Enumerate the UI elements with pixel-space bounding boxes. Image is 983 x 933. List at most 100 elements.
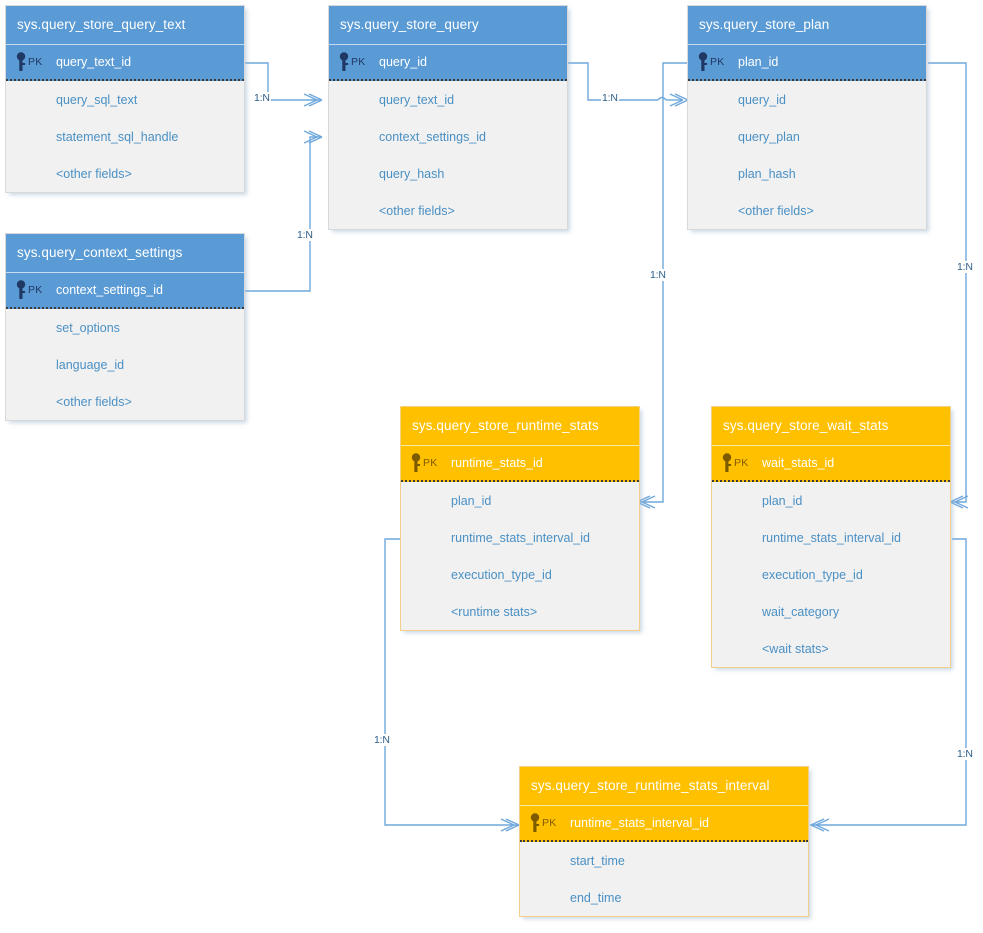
cardinality-context-query: 1:N bbox=[296, 229, 314, 241]
entity-field-list: set_options language_id <other fields> bbox=[6, 309, 244, 420]
field-row[interactable]: wait_category bbox=[712, 593, 950, 630]
entity-query-store-query-text[interactable]: sys.query_store_query_text PK query_text… bbox=[5, 5, 245, 193]
field-label: <runtime stats> bbox=[451, 604, 538, 619]
field-row[interactable]: <runtime stats> bbox=[401, 593, 639, 630]
primary-key-icon bbox=[722, 453, 732, 472]
field-label: <other fields> bbox=[56, 166, 132, 181]
field-row[interactable]: context_settings_id bbox=[329, 118, 567, 155]
primary-key-icon bbox=[698, 52, 708, 71]
field-label: plan_hash bbox=[738, 166, 796, 181]
entity-query-store-plan[interactable]: sys.query_store_plan PK plan_id query_id… bbox=[687, 5, 927, 230]
field-label: runtime_stats_interval_id bbox=[451, 530, 590, 545]
field-row[interactable]: plan_id bbox=[401, 482, 639, 519]
rel-interval-runtime-arrow bbox=[500, 818, 520, 832]
cardinality-text-query: 1:N bbox=[253, 92, 271, 104]
field-row[interactable]: <wait stats> bbox=[712, 630, 950, 667]
cardinality-interval-runtime: 1:N bbox=[373, 734, 391, 746]
entity-title: sys.query_store_runtime_stats_interval bbox=[520, 767, 808, 805]
primary-key-icon bbox=[16, 52, 26, 71]
entity-title: sys.query_store_plan bbox=[688, 6, 926, 44]
field-label: language_id bbox=[56, 357, 125, 372]
cardinality-interval-wait: 1:N bbox=[956, 748, 974, 760]
pk-label: PK bbox=[28, 284, 43, 296]
field-label: execution_type_id bbox=[762, 567, 863, 582]
entity-pk-row[interactable]: PK runtime_stats_id bbox=[401, 445, 639, 482]
rel-query-plan-arrow bbox=[669, 93, 689, 107]
pk-field-name: context_settings_id bbox=[56, 283, 164, 297]
cardinality-query-plan: 1:N bbox=[601, 92, 619, 104]
field-row[interactable]: plan_id bbox=[712, 482, 950, 519]
cardinality-plan-wait: 1:N bbox=[956, 261, 974, 273]
field-row[interactable]: <other fields> bbox=[688, 192, 926, 229]
entity-query-store-runtime-stats-interval[interactable]: sys.query_store_runtime_stats_interval P… bbox=[519, 766, 809, 917]
primary-key-icon bbox=[530, 813, 540, 832]
entity-title: sys.query_store_query_text bbox=[6, 6, 244, 44]
rel-context-query-line bbox=[245, 136, 322, 292]
field-row[interactable]: query_plan bbox=[688, 118, 926, 155]
entity-field-list: plan_id runtime_stats_interval_id execut… bbox=[401, 482, 639, 630]
rel-interval-wait-arrow bbox=[810, 818, 830, 832]
pk-field-name: query_id bbox=[379, 55, 427, 69]
entity-query-context-settings[interactable]: sys.query_context_settings PK context_se… bbox=[5, 233, 245, 421]
field-row[interactable]: start_time bbox=[520, 842, 808, 879]
field-label: <other fields> bbox=[379, 203, 455, 218]
field-row[interactable]: query_id bbox=[688, 81, 926, 118]
entity-title: sys.query_store_wait_stats bbox=[712, 407, 950, 445]
field-label: <other fields> bbox=[56, 394, 132, 409]
field-row[interactable]: <other fields> bbox=[6, 155, 244, 192]
primary-key-icon bbox=[16, 280, 26, 299]
field-label: end_time bbox=[570, 890, 622, 905]
entity-pk-row[interactable]: PK context_settings_id bbox=[6, 272, 244, 309]
field-row[interactable]: statement_sql_handle bbox=[6, 118, 244, 155]
entity-field-list: query_id query_plan plan_hash <other fie… bbox=[688, 81, 926, 229]
pk-label: PK bbox=[734, 457, 749, 469]
field-label: query_sql_text bbox=[56, 92, 138, 107]
pk-field-name: wait_stats_id bbox=[762, 456, 835, 470]
field-label: query_id bbox=[738, 92, 786, 107]
entity-field-list: query_sql_text statement_sql_handle <oth… bbox=[6, 81, 244, 192]
entity-pk-row[interactable]: PK query_text_id bbox=[6, 44, 244, 81]
rel-context-query-arrow bbox=[303, 130, 323, 144]
field-row[interactable]: plan_hash bbox=[688, 155, 926, 192]
entity-pk-row[interactable]: PK runtime_stats_interval_id bbox=[520, 805, 808, 842]
field-row[interactable]: execution_type_id bbox=[712, 556, 950, 593]
entity-title: sys.query_context_settings bbox=[6, 234, 244, 272]
entity-query-store-wait-stats[interactable]: sys.query_store_wait_stats PK wait_stats… bbox=[711, 406, 951, 668]
rel-query-plan-hop bbox=[657, 96, 667, 101]
field-row[interactable]: query_sql_text bbox=[6, 81, 244, 118]
entity-pk-row[interactable]: PK query_id bbox=[329, 44, 567, 81]
field-label: start_time bbox=[570, 853, 625, 868]
primary-key-icon bbox=[411, 453, 421, 472]
entity-query-store-query[interactable]: sys.query_store_query PK query_id query_… bbox=[328, 5, 568, 230]
entity-field-list: start_time end_time bbox=[520, 842, 808, 916]
field-row[interactable]: runtime_stats_interval_id bbox=[401, 519, 639, 556]
rel-query-plan-line-raw bbox=[568, 63, 682, 100]
rel-plan-runtime-line bbox=[637, 62, 687, 503]
pk-field-name: runtime_stats_interval_id bbox=[570, 816, 709, 830]
field-row[interactable]: language_id bbox=[6, 346, 244, 383]
field-row[interactable]: query_hash bbox=[329, 155, 567, 192]
field-row[interactable]: end_time bbox=[520, 879, 808, 916]
entity-pk-row[interactable]: PK wait_stats_id bbox=[712, 445, 950, 482]
entity-title: sys.query_store_runtime_stats bbox=[401, 407, 639, 445]
field-label: <other fields> bbox=[738, 203, 814, 218]
field-label: statement_sql_handle bbox=[56, 129, 179, 144]
primary-key-icon bbox=[339, 52, 349, 71]
field-label: runtime_stats_interval_id bbox=[762, 530, 901, 545]
pk-field-name: plan_id bbox=[738, 55, 779, 69]
field-row[interactable]: runtime_stats_interval_id bbox=[712, 519, 950, 556]
field-row[interactable]: <other fields> bbox=[6, 383, 244, 420]
field-label: <wait stats> bbox=[762, 641, 829, 656]
field-row[interactable]: query_text_id bbox=[329, 81, 567, 118]
field-label: plan_id bbox=[451, 493, 492, 508]
pk-label: PK bbox=[542, 817, 557, 829]
field-label: execution_type_id bbox=[451, 567, 552, 582]
field-row[interactable]: execution_type_id bbox=[401, 556, 639, 593]
field-row[interactable]: set_options bbox=[6, 309, 244, 346]
pk-label: PK bbox=[351, 56, 366, 68]
entity-title: sys.query_store_query bbox=[329, 6, 567, 44]
entity-pk-row[interactable]: PK plan_id bbox=[688, 44, 926, 81]
entity-query-store-runtime-stats[interactable]: sys.query_store_runtime_stats PK runtime… bbox=[400, 406, 640, 631]
field-row[interactable]: <other fields> bbox=[329, 192, 567, 229]
